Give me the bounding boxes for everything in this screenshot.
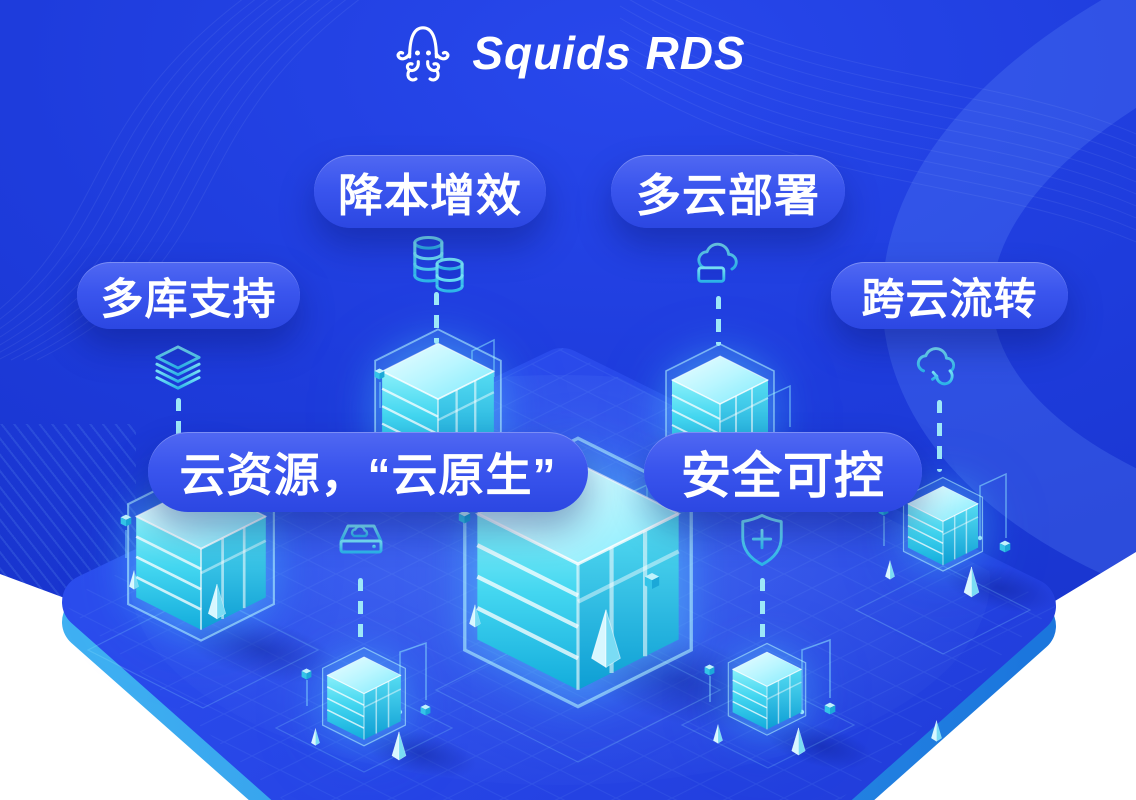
badge-multicloud-label: 多云部署 xyxy=(635,170,820,221)
badge-crosscloud: 跨云流转 xyxy=(831,262,1068,329)
badge-security-label: 安全可控 xyxy=(681,448,885,504)
pyramid-decoration xyxy=(712,724,724,744)
pyramid-decoration xyxy=(206,583,228,620)
pyramid-decoration xyxy=(884,560,896,580)
badge-cloudnative: 云资源，“云原生” xyxy=(148,432,588,512)
dashed-connector xyxy=(760,578,765,642)
badge-cost-label: 降本增效 xyxy=(337,170,522,221)
badge-cloudnative-label: 云资源，“云原生” xyxy=(179,449,557,501)
pyramid-decoration xyxy=(962,566,981,598)
pyramid-decoration xyxy=(468,604,482,628)
mini-cube-decoration xyxy=(824,702,836,715)
badge-multidb-label: 多库支持 xyxy=(100,275,277,324)
dashed-connector xyxy=(358,578,363,642)
pyramid-decoration xyxy=(930,720,943,742)
badge-multicloud: 多云部署 xyxy=(611,155,845,228)
layers-icon xyxy=(152,344,204,392)
cloud-disk-icon xyxy=(334,518,388,566)
pyramid-decoration xyxy=(790,727,807,756)
badge-cost: 降本增效 xyxy=(314,155,546,228)
dashed-connector xyxy=(434,292,439,344)
dashed-connector xyxy=(716,296,721,346)
dashed-connector xyxy=(937,400,942,472)
mini-cube-decoration xyxy=(644,572,660,590)
mini-cube-decoration xyxy=(374,368,385,380)
badge-multidb: 多库支持 xyxy=(77,262,300,329)
data-cube xyxy=(724,642,810,738)
pyramid-decoration xyxy=(588,608,624,669)
cloud-server-icon xyxy=(692,236,746,292)
badge-crosscloud-label: 跨云流转 xyxy=(861,275,1038,324)
octopus-icon xyxy=(390,22,456,84)
logo: Squids RDS xyxy=(0,22,1136,84)
logo-title: Squids RDS xyxy=(472,27,746,79)
coins-icon xyxy=(410,232,466,300)
mini-cube-decoration xyxy=(120,514,132,527)
pyramid-decoration xyxy=(390,731,408,761)
shield-plus-icon xyxy=(736,512,788,568)
pyramid-decoration xyxy=(128,570,140,590)
mini-cube-decoration xyxy=(420,704,431,716)
mini-cube-decoration xyxy=(999,540,1011,553)
mini-cube-decoration xyxy=(704,664,715,676)
mini-cube-decoration xyxy=(301,668,312,680)
badge-security: 安全可控 xyxy=(644,432,922,512)
pyramid-decoration xyxy=(310,728,321,746)
mini-cube-decoration xyxy=(458,510,471,524)
cloud-sync-icon xyxy=(912,342,964,392)
